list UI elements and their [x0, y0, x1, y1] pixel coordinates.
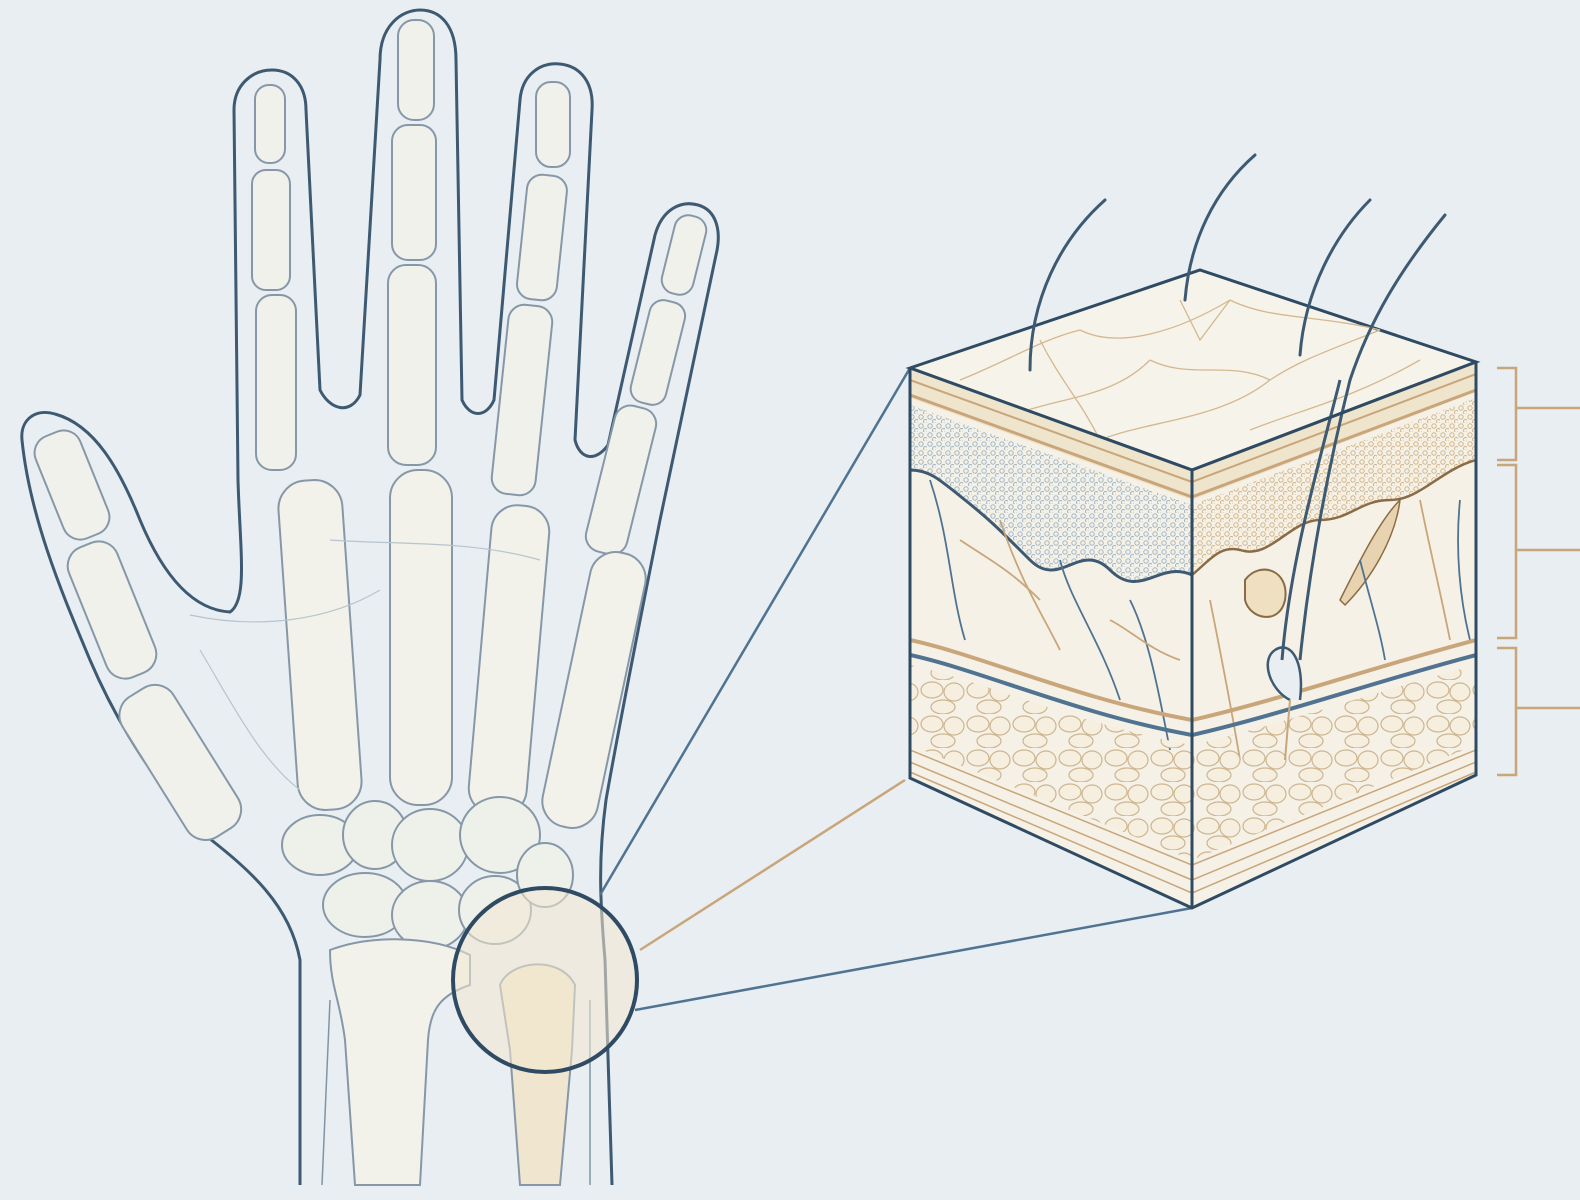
hypodermis-bracket: [1497, 648, 1580, 775]
dermis-bracket: [1497, 465, 1580, 638]
skin-cross-section-block: [900, 155, 1485, 950]
wrist-magnifier-circle: [453, 888, 637, 1072]
layer-brackets: [1497, 368, 1580, 775]
epidermis-bracket: [1497, 368, 1580, 460]
